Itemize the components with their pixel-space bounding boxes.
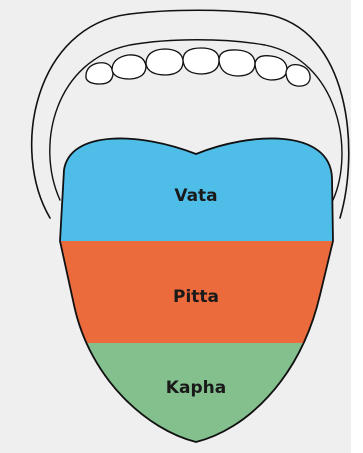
- tooth: [112, 55, 146, 79]
- tooth: [255, 56, 287, 80]
- tooth: [86, 63, 113, 84]
- tooth: [146, 49, 183, 75]
- vata-label: Vata: [174, 186, 217, 206]
- vata-zone: [40, 120, 350, 241]
- pitta-label: Pitta: [173, 287, 219, 307]
- kapha-label: Kapha: [166, 378, 226, 398]
- tooth: [219, 50, 255, 76]
- kapha-zone: [40, 343, 350, 453]
- teeth-row: [86, 48, 310, 86]
- tooth: [286, 65, 310, 86]
- tooth: [183, 48, 219, 74]
